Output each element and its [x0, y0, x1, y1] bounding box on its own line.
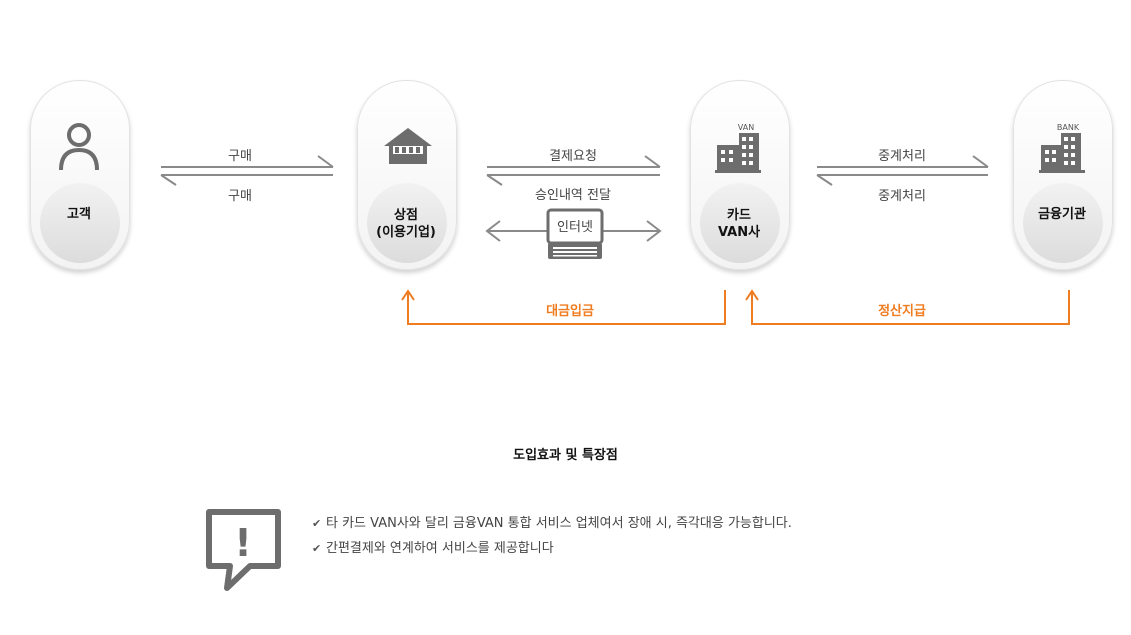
- feature-item: ✔ 간편결제와 연계하여 서비스를 제공합니다: [312, 537, 554, 556]
- check-icon: ✔: [312, 542, 322, 555]
- settlement-arrow: [745, 289, 1070, 325]
- store-icon: [384, 128, 432, 164]
- bank-node: [1013, 80, 1113, 270]
- bank-building-icon: [1039, 133, 1085, 173]
- merchant-label-line2: (이용기업): [376, 225, 436, 240]
- feature-text: 타 카드 VAN사와 달리 금융VAN 통합 서비스 업체여서 장애 시, 즉각…: [326, 516, 792, 531]
- purchase-arrows: [160, 155, 334, 186]
- deposit-arrow: [401, 289, 726, 325]
- bank-icon-caption: BANK: [1057, 123, 1080, 132]
- van-building-icon: [715, 133, 761, 173]
- features-title: 도입효과 및 특장점: [513, 448, 618, 463]
- settlement-label: 정산지급: [878, 304, 926, 319]
- van-icon-caption: VAN: [738, 123, 754, 132]
- merchant-label-line1: 상점: [394, 208, 418, 223]
- payment-request-label: 결제요청: [549, 149, 597, 164]
- check-icon: ✔: [312, 517, 322, 530]
- card-van-label-line2: VAN사: [717, 225, 761, 240]
- person-icon: [59, 123, 99, 171]
- relay-out-label: 중계처리: [878, 149, 926, 164]
- merchant-node: [357, 80, 457, 270]
- alert-exclamation: !: [234, 521, 251, 565]
- card-van-label: 카드 VAN사: [679, 207, 799, 241]
- relay-in-label: 중계처리: [878, 189, 926, 204]
- feature-text: 간편결제와 연계하여 서비스를 제공합니다: [326, 541, 554, 556]
- purchase-in-label: 구매: [228, 189, 252, 204]
- card-van-node: [690, 80, 790, 270]
- purchase-out-label: 구매: [228, 149, 252, 164]
- internet-label: 인터넷: [557, 220, 593, 235]
- customer-label: 고객: [67, 207, 91, 222]
- customer-node: [30, 80, 130, 270]
- approval-delivery-label: 승인내역 전달: [535, 188, 611, 203]
- payment-arrows: [486, 155, 661, 186]
- relay-arrows: [816, 155, 989, 186]
- feature-item: ✔ 타 카드 VAN사와 달리 금융VAN 통합 서비스 업체여서 장애 시, 즉…: [312, 512, 792, 531]
- computer-icon: [546, 208, 604, 259]
- internet-double-arrow: [485, 220, 662, 242]
- merchant-label: 상점 (이용기업): [346, 207, 466, 241]
- bank-label: 금융기관: [1038, 207, 1086, 222]
- deposit-label: 대금입금: [546, 304, 594, 319]
- alert-bubble-icon: !: [206, 509, 281, 591]
- card-van-label-line1: 카드: [727, 208, 751, 223]
